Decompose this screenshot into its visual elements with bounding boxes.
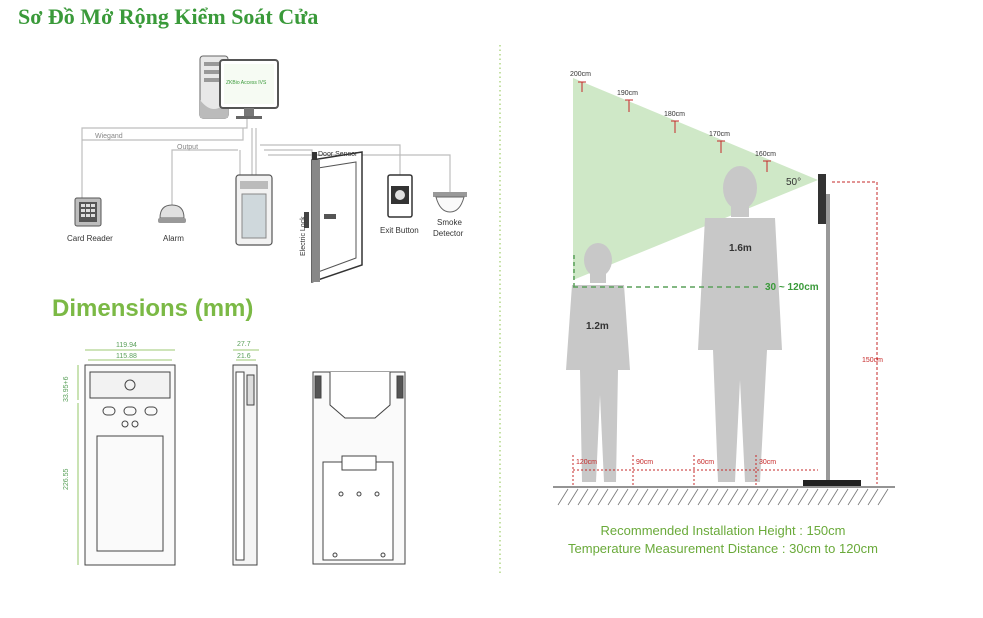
front-view-drawing bbox=[84, 364, 176, 566]
floor-distance-markers bbox=[572, 455, 818, 485]
width-outer-label: 119.94 bbox=[116, 342, 137, 349]
height-label-170: 170cm bbox=[709, 131, 731, 138]
angle-label: 50° bbox=[786, 177, 802, 188]
front-dimension-lines bbox=[77, 349, 175, 565]
height-top-label: 33.95+6 bbox=[63, 376, 70, 403]
height-label-190: 190cm bbox=[617, 90, 639, 97]
smoke-detector-label-1: Smoke bbox=[437, 218, 462, 227]
height-label-160: 160cm bbox=[755, 151, 777, 158]
smoke-detector-label-2: Detector bbox=[433, 229, 464, 238]
door-icon bbox=[304, 151, 363, 284]
monitor-icon bbox=[219, 59, 279, 119]
alarm-icon bbox=[158, 204, 186, 223]
height-main-label: 226.55 bbox=[63, 468, 70, 490]
floor-mark-120: 120cm bbox=[576, 459, 598, 466]
dimensions-title: Dimensions (mm) bbox=[52, 295, 254, 322]
monitor-brand-label: ZKBio Access IVS bbox=[226, 80, 267, 86]
stand-height-label: 150cm bbox=[862, 357, 884, 364]
depth-outer-label: 27.7 bbox=[237, 341, 251, 348]
side-dimension-lines bbox=[233, 349, 259, 361]
door-sensor-label: Door Sensor bbox=[318, 151, 358, 158]
short-person-height-label: 1.2m bbox=[586, 321, 609, 332]
stand-height-measure bbox=[832, 181, 878, 484]
floor-mark-60: 60cm bbox=[697, 459, 715, 466]
height-label-200: 200cm bbox=[570, 71, 592, 78]
tall-person-silhouette bbox=[698, 166, 782, 482]
height-ticks bbox=[578, 81, 771, 172]
detection-cone bbox=[573, 78, 818, 280]
depth-inner-label: 21.6 bbox=[237, 353, 251, 360]
back-view-drawing bbox=[312, 371, 406, 565]
exit-button-icon bbox=[387, 174, 413, 218]
footer-installation-height: Recommended Installation Height : 150cm bbox=[600, 523, 846, 538]
electric-lock-label: Electric Lock bbox=[300, 216, 307, 256]
floor bbox=[553, 486, 895, 506]
wiegand-label: Wiegand bbox=[95, 133, 123, 140]
footer-measurement-distance: Temperature Measurement Distance : 30cm … bbox=[568, 541, 878, 556]
floor-mark-30: 30cm bbox=[759, 459, 777, 466]
face-terminal-icon bbox=[235, 174, 273, 246]
width-inner-label: 115.88 bbox=[116, 353, 137, 360]
side-view-drawing bbox=[232, 364, 258, 566]
output-label: Output bbox=[177, 144, 199, 151]
device-stand bbox=[803, 174, 861, 488]
smoke-detector-icon bbox=[433, 192, 467, 213]
card-reader-label: Card Reader bbox=[67, 234, 113, 243]
tall-person-height-label: 1.6m bbox=[729, 243, 752, 254]
card-reader-icon bbox=[74, 197, 102, 227]
page-title: Sơ Đồ Mở Rộng Kiểm Soát Cửa bbox=[18, 4, 319, 29]
floor-mark-90: 90cm bbox=[636, 459, 654, 466]
alarm-label: Alarm bbox=[163, 234, 184, 243]
short-person-silhouette bbox=[566, 243, 630, 482]
exit-button-label: Exit Button bbox=[380, 226, 419, 235]
range-label: 30 ~ 120cm bbox=[765, 282, 819, 293]
height-label-180: 180cm bbox=[664, 111, 686, 118]
